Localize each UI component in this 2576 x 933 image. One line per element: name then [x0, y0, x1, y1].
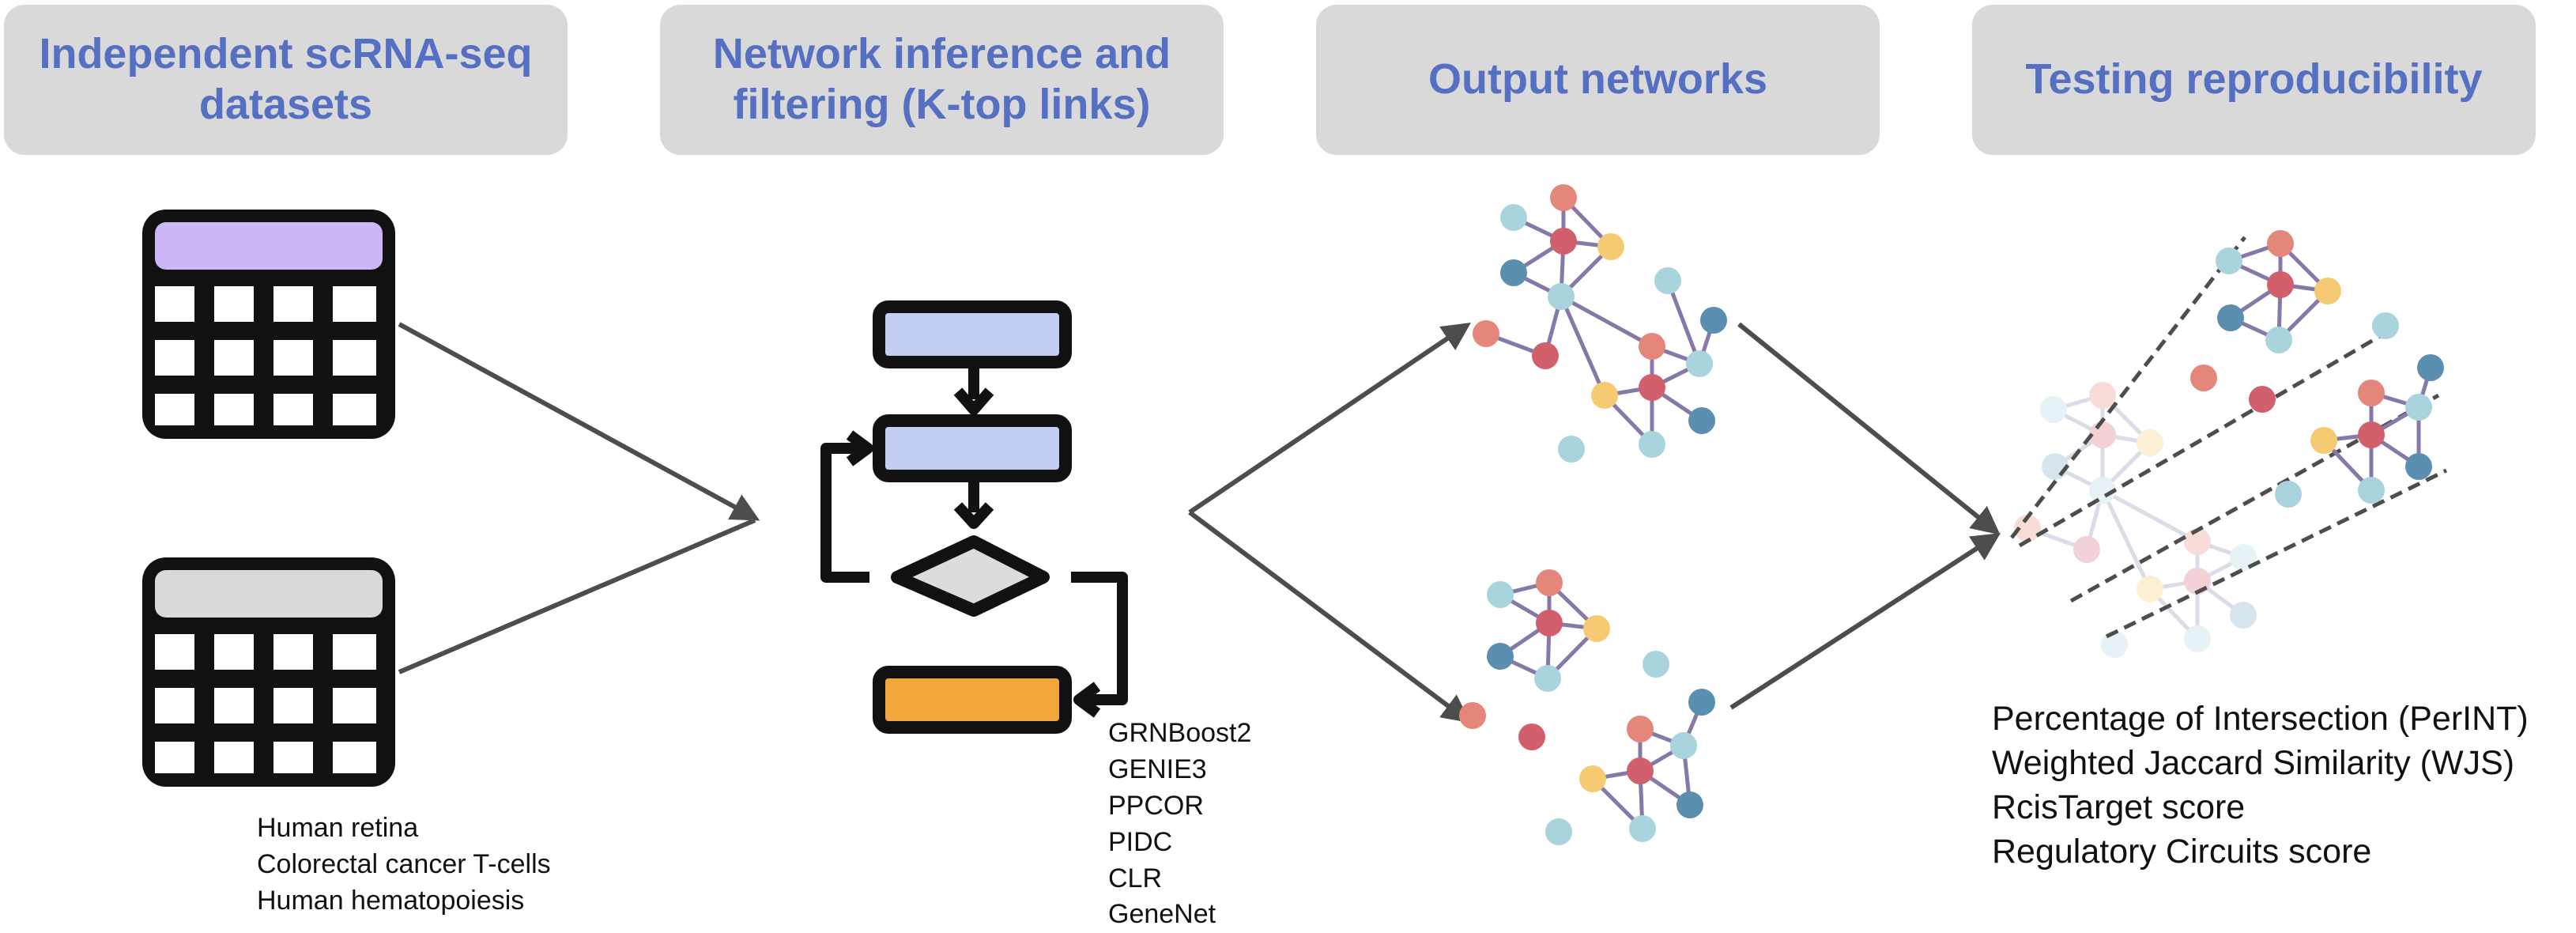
dataset-item: Human hematopoiesis: [257, 885, 525, 916]
header-inference-line1: Network inference and: [712, 30, 1171, 78]
method-list: GRNBoost2 GENIE3 PPCOR PIDC CLR GeneNet: [1108, 716, 1251, 933]
header-datasets-line1: Independent scRNA-seq: [39, 30, 533, 78]
header-datasets: Independent scRNA-seq datasets: [4, 5, 568, 155]
metric-item: RcisTarget score: [1992, 788, 2246, 826]
method-item: GeneNet: [1108, 899, 1216, 930]
arrow-network1-to-testing: [1737, 322, 2001, 535]
dataset-item: Colorectal cancer T-cells: [257, 848, 551, 879]
metrics-list: Percentage of Intersection (PerINT) Weig…: [1992, 697, 2529, 874]
method-item: PIDC: [1108, 826, 1173, 857]
output-network-1: [1473, 184, 1727, 463]
method-item: PPCOR: [1108, 790, 1204, 821]
method-item: GRNBoost2: [1108, 718, 1252, 748]
arrow-table2-to-inference: [398, 518, 756, 674]
header-output-networks: Output networks: [1316, 5, 1880, 155]
flowchart-icon: [820, 300, 1128, 734]
dataset-list: Human retina Colorectal cancer T-cells H…: [257, 810, 551, 920]
metric-item: Weighted Jaccard Similarity (WJS): [1992, 743, 2515, 782]
header-inference-line2: filtering (K-top links): [733, 81, 1151, 128]
arrow-network2-to-testing: [1729, 533, 2001, 710]
overlapping-networks-icon: [2010, 230, 2448, 658]
output-network-2: [1459, 569, 1715, 845]
method-item: CLR: [1108, 863, 1163, 893]
header-network-inference: Network inference and filtering (K-top l…: [660, 5, 1224, 155]
header-testing-reproducibility: Testing reproducibility: [1972, 5, 2536, 155]
header-output-line1: Output networks: [1428, 55, 1767, 104]
dataset-table-icon-1: [142, 210, 395, 439]
arrow-to-output-network-1: [1188, 322, 1471, 515]
header-testing-line1: Testing reproducibility: [2025, 55, 2483, 104]
dataset-item: Human retina: [257, 813, 419, 843]
arrow-to-output-network-2: [1188, 510, 1471, 723]
metric-item: Percentage of Intersection (PerINT): [1992, 700, 2529, 738]
header-datasets-line2: datasets: [198, 81, 373, 128]
metric-item: Regulatory Circuits score: [1992, 832, 2372, 871]
arrow-table1-to-inference: [398, 322, 760, 521]
dataset-table-icon-2: [142, 557, 395, 787]
method-item: GENIE3: [1108, 754, 1207, 784]
